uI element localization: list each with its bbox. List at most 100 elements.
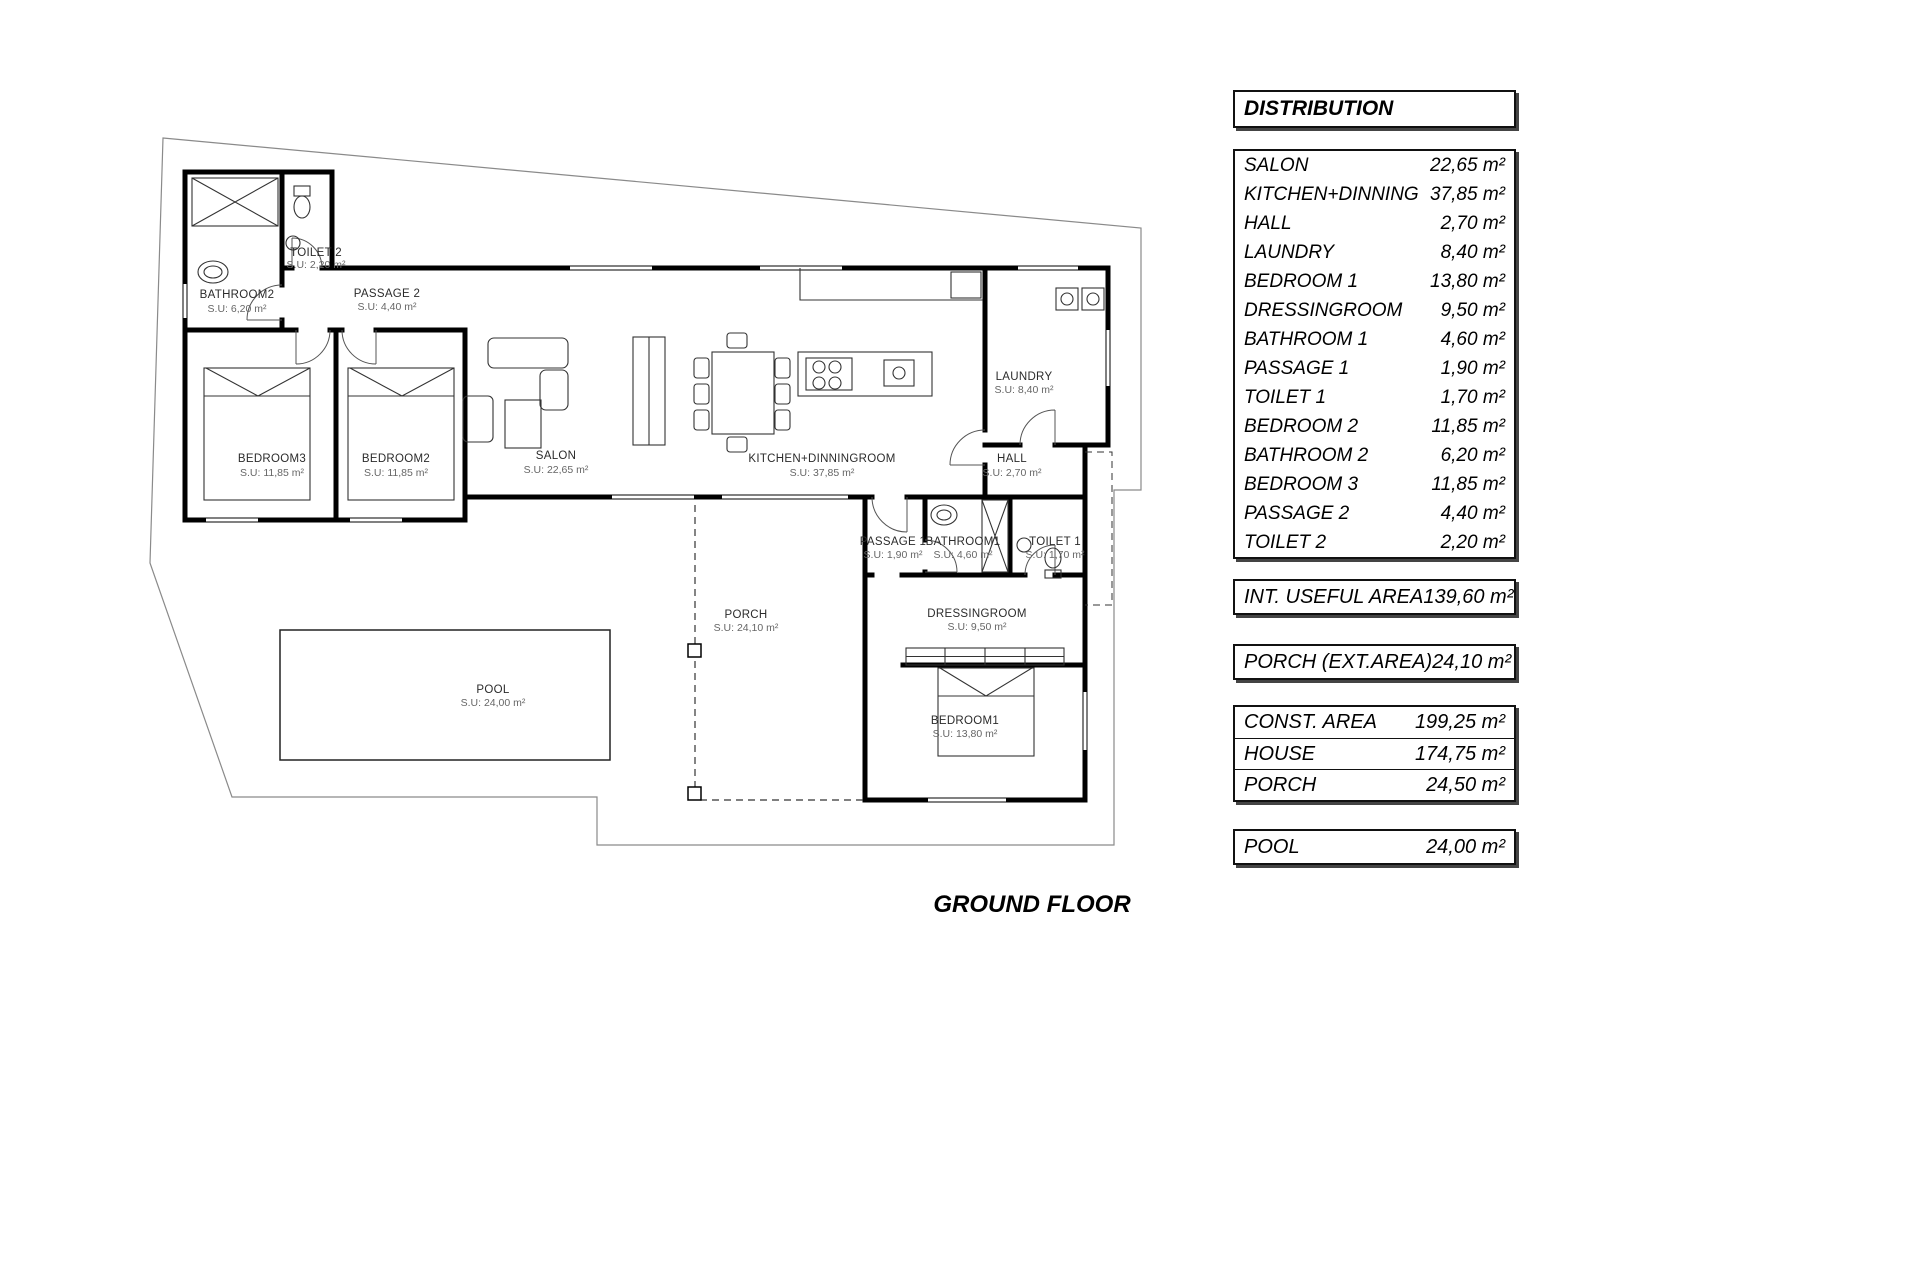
toilet-icon [1044, 547, 1062, 579]
svg-text:S.U: 24,10 m²: S.U: 24,10 m² [714, 622, 779, 634]
porch-pillar [687, 786, 702, 801]
sink-icon [285, 235, 301, 251]
svg-text:S.U: 22,65 m²: S.U: 22,65 m² [524, 464, 589, 476]
room-label-passage1: PASSAGE 1 S.U: 1,90 m² [860, 536, 926, 561]
row-label: BEDROOM 3 [1244, 473, 1359, 495]
construction-area-box: CONST. AREA 199,25 m² HOUSE 174,75 m² PO… [1233, 705, 1516, 802]
row-value: 174,75 m² [1414, 742, 1505, 765]
sink-icon [1016, 537, 1032, 553]
dining-table-icon [693, 332, 791, 453]
row-label: BEDROOM 2 [1244, 415, 1359, 437]
row-label: HOUSE [1244, 742, 1316, 765]
porch-outline [687, 451, 1113, 801]
room-label-bathroom1: BATHROOM1 S.U: 4,60 m² [926, 536, 1001, 561]
bed-icon [203, 367, 311, 501]
row-label: TOILET 2 [1244, 531, 1327, 553]
svg-text:KITCHEN+DINNINGROOM: KITCHEN+DINNINGROOM [748, 453, 895, 465]
laundry-machines-icon [1055, 287, 1105, 311]
plan-title: GROUND FLOOR [933, 891, 1131, 918]
pool-area-box: POOL 24,00 m² [1233, 829, 1516, 865]
row-value: 24,00 m² [1426, 835, 1505, 858]
room-label-pool: POOL S.U: 24,00 m² [461, 684, 526, 709]
row-label: POOL [1244, 835, 1300, 858]
svg-text:S.U: 4,60 m²: S.U: 4,60 m² [934, 549, 993, 561]
plot-boundary [149, 137, 1142, 846]
table-row: POOL 24,00 m² [1235, 831, 1514, 863]
toilet-icon [293, 185, 311, 219]
row-label: PASSAGE 1 [1244, 357, 1350, 379]
bed-icon [937, 667, 1035, 757]
row-label: INT. USEFUL AREA [1244, 585, 1424, 608]
room-label-dressingroom: DRESSINGROOM S.U: 9,50 m² [927, 608, 1026, 633]
row-label: CONST. AREA [1244, 711, 1377, 733]
table-row: CONST. AREA 199,25 m² [1235, 707, 1514, 738]
svg-text:BEDROOM3: BEDROOM3 [238, 453, 306, 465]
wardrobe-icon [905, 647, 1065, 666]
row-value: 139,60 m² [1423, 585, 1514, 608]
row-value: 8,40 m² [1440, 241, 1505, 263]
svg-text:S.U: 4,40 m²: S.U: 4,40 m² [358, 301, 417, 313]
tv-unit-icon [632, 336, 666, 446]
row-value: 4,40 m² [1440, 502, 1505, 524]
table-row: TOILET 1 1,70 m² [1235, 383, 1514, 412]
pool-outline [279, 629, 611, 761]
shower-icon [191, 177, 279, 227]
kitchen-island-icon [797, 351, 933, 397]
row-label: LAUNDRY [1244, 241, 1335, 263]
room-label-bedroom2: BEDROOM2 S.U: 11,85 m² [362, 453, 430, 479]
row-value: 37,85 m² [1430, 183, 1505, 205]
svg-text:HALL: HALL [997, 453, 1027, 465]
sink-icon [197, 260, 229, 284]
row-label: BATHROOM 1 [1244, 328, 1369, 350]
shower-icon [981, 499, 1009, 573]
row-label: SALON [1244, 154, 1309, 176]
table-row: BEDROOM 3 11,85 m² [1235, 470, 1514, 499]
porch-pillar [687, 643, 702, 658]
svg-text:SALON: SALON [536, 450, 577, 462]
svg-text:BATHROOM1: BATHROOM1 [926, 536, 1001, 548]
table-row: KITCHEN+DINNING 37,85 m² [1235, 180, 1514, 209]
room-label-bedroom1: BEDROOM1 S.U: 13,80 m² [931, 715, 999, 740]
row-label: KITCHEN+DINNING [1244, 183, 1419, 205]
row-label: TOILET 1 [1244, 386, 1327, 408]
row-label: BEDROOM 1 [1244, 270, 1359, 292]
doors [246, 237, 1056, 576]
row-value: 24,50 m² [1426, 773, 1505, 796]
svg-text:S.U: 1,70 m²: S.U: 1,70 m² [1026, 549, 1085, 561]
row-label: PORCH [1244, 773, 1317, 796]
svg-text:S.U: 24,00 m²: S.U: 24,00 m² [461, 697, 526, 709]
svg-text:S.U: 9,50 m²: S.U: 9,50 m² [948, 621, 1007, 633]
svg-text:S.U: 6,20 m²: S.U: 6,20 m² [208, 303, 267, 315]
svg-text:BATHROOM2: BATHROOM2 [200, 289, 275, 301]
svg-text:S.U: 37,85 m²: S.U: 37,85 m² [790, 467, 855, 479]
room-label-hall: HALL S.U: 2,70 m² [983, 453, 1042, 479]
row-value: 1,70 m² [1440, 386, 1505, 408]
row-label: DRESSINGROOM [1244, 299, 1403, 321]
furniture [191, 177, 1105, 757]
table-row: INT. USEFUL AREA 139,60 m² [1235, 581, 1514, 613]
room-label-salon: SALON S.U: 22,65 m² [524, 450, 589, 476]
svg-text:TOILET 2: TOILET 2 [290, 247, 342, 259]
distribution-table: SALON 22,65 m² KITCHEN+DINNING 37,85 m² HA… [1233, 149, 1516, 559]
room-labels: BATHROOM2 S.U: 6,20 m² TOILET 2 S.U: 2,2… [200, 247, 1085, 740]
svg-text:S.U: 1,90 m²: S.U: 1,90 m² [864, 549, 923, 561]
row-value: 22,65 m² [1430, 154, 1505, 176]
distribution-header: DISTRIBUTION [1233, 90, 1516, 128]
row-value: 11,85 m² [1431, 473, 1505, 495]
svg-text:BEDROOM2: BEDROOM2 [362, 453, 430, 465]
distribution-title: DISTRIBUTION [1244, 97, 1394, 120]
bed-icon [347, 367, 455, 501]
row-value: 2,20 m² [1440, 531, 1505, 553]
room-label-kitchen: KITCHEN+DINNINGROOM S.U: 37,85 m² [748, 453, 895, 479]
svg-text:PASSAGE 1: PASSAGE 1 [860, 536, 926, 548]
table-row: LAUNDRY 8,40 m² [1235, 238, 1514, 267]
svg-text:POOL: POOL [476, 684, 509, 696]
svg-text:S.U: 13,80 m²: S.U: 13,80 m² [933, 728, 998, 740]
table-row: PORCH (EXT.AREA) 24,10 m² [1235, 646, 1514, 678]
distribution-panel: DISTRIBUTION SALON 22,65 m² KITCHEN+DINNI… [1233, 90, 1519, 890]
svg-text:LAUNDRY: LAUNDRY [996, 371, 1053, 383]
